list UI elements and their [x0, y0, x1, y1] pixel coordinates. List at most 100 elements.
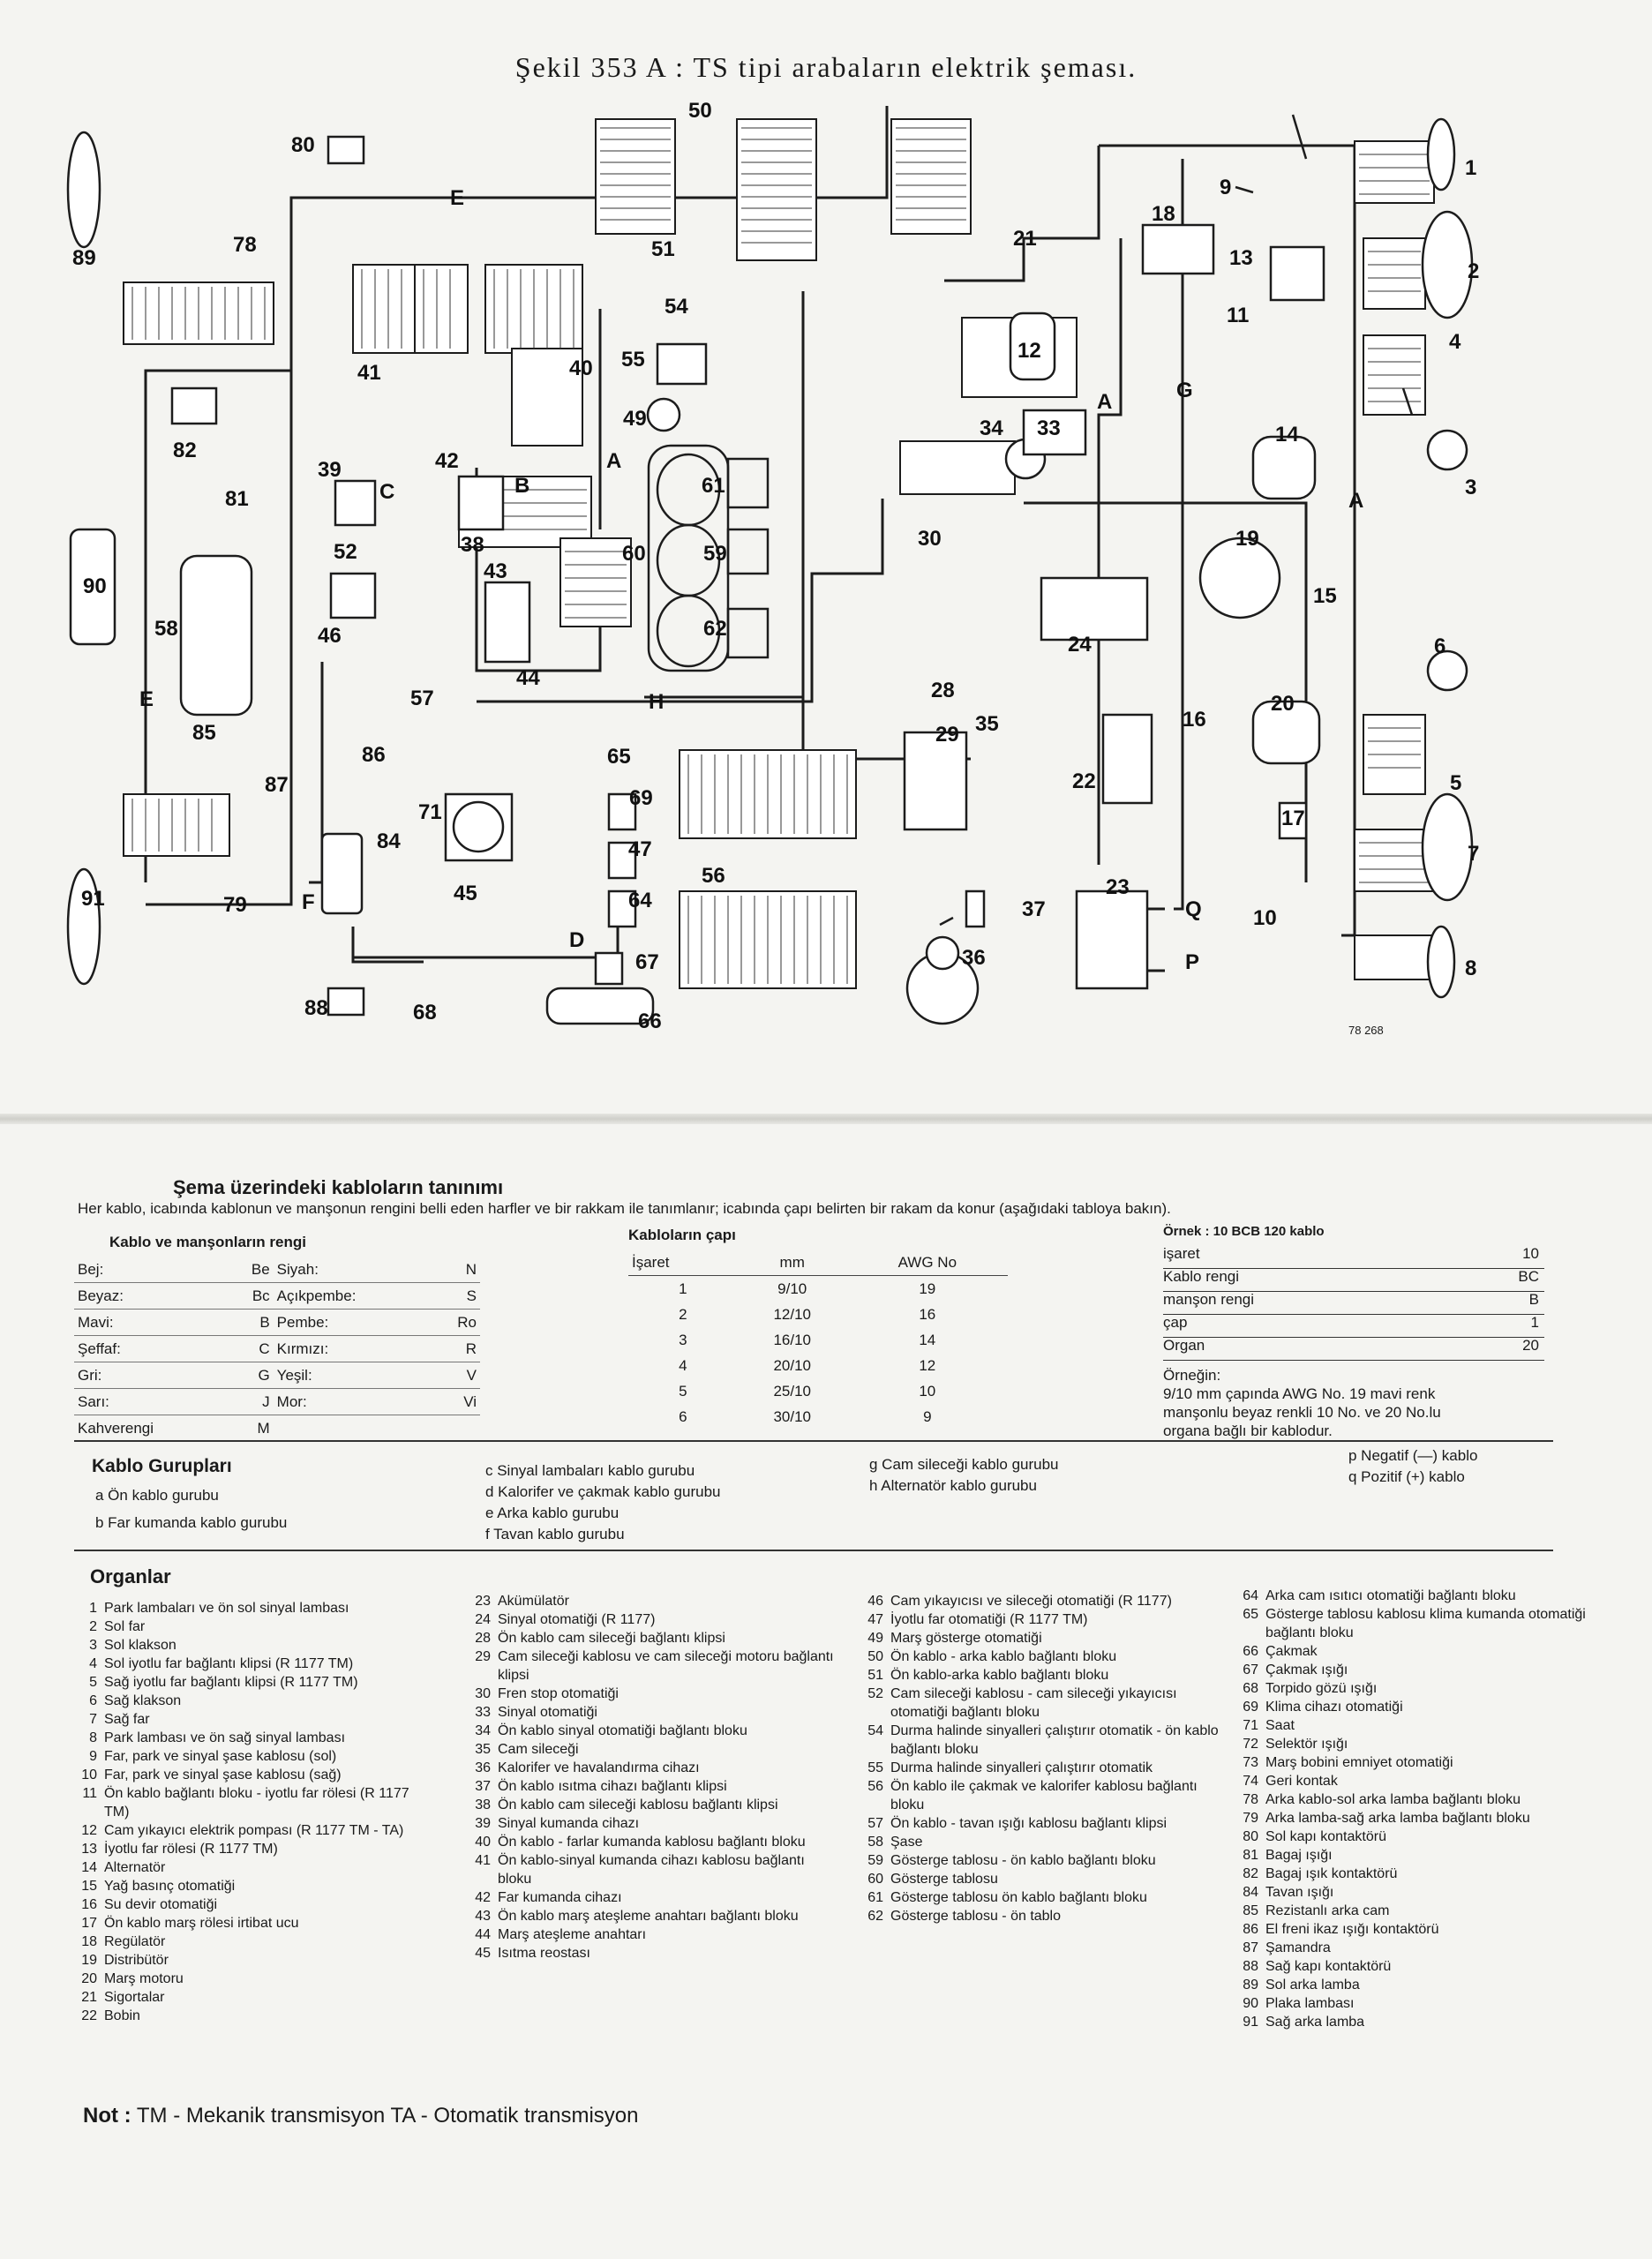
size-awg: 14: [919, 1331, 936, 1348]
organ-number: 86: [1243, 1922, 1258, 1937]
organ-number: 3: [89, 1638, 97, 1653]
organ-number: 7: [89, 1712, 97, 1727]
organ-label: Bagaj ışığı: [1265, 1848, 1333, 1863]
svg-text:69: 69: [629, 786, 653, 810]
svg-text:7: 7: [1468, 842, 1479, 866]
organ-label: Cam yıkayıcısı ve sileceği otomatiği (R …: [890, 1594, 1172, 1609]
organ-number: 41: [475, 1853, 491, 1868]
organ-number: 65: [1243, 1607, 1258, 1622]
size-mark: 3: [679, 1331, 687, 1348]
organ-label: Saat: [1265, 1718, 1295, 1733]
organ-number: 16: [81, 1897, 97, 1912]
svg-text:D: D: [569, 928, 584, 952]
organ-number: 36: [475, 1760, 491, 1775]
organ-label: Marş ateşleme anahtarı: [498, 1927, 647, 1942]
organ-label: Ön kablo cam sileceği bağlantı klipsi: [498, 1631, 725, 1646]
svg-text:18: 18: [1152, 202, 1175, 226]
organ-number: 44: [475, 1927, 491, 1942]
example-key: çap: [1163, 1314, 1188, 1331]
svg-text:43: 43: [484, 559, 507, 583]
organ-label: Ön kablo - arka kablo bağlantı bloku: [890, 1649, 1117, 1664]
organ-number: 23: [475, 1594, 491, 1609]
svg-text:4: 4: [1449, 330, 1461, 354]
organ-number: 66: [1243, 1644, 1258, 1659]
organ-label: İyotlu far otomatiği (R 1177 TM): [890, 1612, 1088, 1627]
svg-text:54: 54: [665, 295, 688, 319]
svg-text:80: 80: [291, 133, 315, 157]
note-label: Not :: [83, 2104, 131, 2128]
size-mm: 25/10: [773, 1382, 811, 1400]
figure-title: Şekil 353 A : TS tipi arabaların elektri…: [514, 51, 1138, 83]
organ-number: 88: [1243, 1959, 1258, 1974]
svg-text:56: 56: [702, 864, 725, 888]
organ-number: 20: [81, 1971, 97, 1986]
organ-label: Sol kapı kontaktörü: [1265, 1829, 1386, 1844]
note-text: TM - Mekanik transmisyon TA - Otomatik t…: [136, 2104, 639, 2128]
color-code: V: [432, 1362, 480, 1389]
organ-number: 2: [89, 1619, 97, 1634]
size-mm: 20/10: [773, 1356, 811, 1374]
color-code: M: [226, 1415, 274, 1442]
organ-label: Yağ basınç otomatiği: [104, 1879, 236, 1894]
organ-number: 45: [475, 1946, 491, 1961]
example-key: işaret: [1163, 1245, 1200, 1262]
organ-number: 73: [1243, 1755, 1258, 1770]
footnote: Not : TM - Mekanik transmisyon TA - Otom…: [83, 2104, 638, 2128]
organ-label: Marş gösterge otomatiği: [890, 1631, 1042, 1646]
svg-text:85: 85: [192, 721, 216, 745]
svg-text:89: 89: [72, 246, 96, 270]
svg-text:61: 61: [702, 474, 725, 498]
organ-number: 49: [867, 1631, 883, 1646]
size-awg: 19: [919, 1280, 936, 1297]
svg-text:84: 84: [377, 829, 401, 853]
organ-label: Arka lamba-sağ arka lamba bağlantı bloku: [1265, 1811, 1530, 1826]
organ-label: Durma halinde sinyalleri çalıştırır otom…: [890, 1760, 1153, 1775]
svg-text:2: 2: [1468, 259, 1479, 283]
organ-label: Durma halinde sinyalleri çalıştırır otom…: [890, 1723, 1219, 1757]
svg-text:68: 68: [413, 1001, 437, 1024]
organ-label: Sağ iyotlu far bağlantı klipsi (R 1177 T…: [104, 1675, 358, 1690]
svg-text:5: 5: [1450, 771, 1461, 795]
color-name: Kahverengi: [74, 1415, 227, 1442]
organ-number: 47: [867, 1612, 883, 1627]
organ-label: Torpido gözü ışığı: [1265, 1681, 1378, 1696]
svg-text:49: 49: [623, 407, 647, 431]
organ-label: Fren stop otomatiği: [498, 1686, 619, 1701]
color-name: Gri:: [74, 1362, 227, 1389]
svg-text:15: 15: [1313, 584, 1337, 608]
organ-number: 13: [81, 1842, 97, 1857]
svg-text:24: 24: [1068, 633, 1092, 657]
organ-number: 56: [867, 1779, 883, 1794]
svg-text:67: 67: [635, 950, 659, 974]
organ-label: Ön kablo marş ateşleme anahtarı bağlantı…: [498, 1909, 799, 1924]
divider: [74, 1440, 1553, 1442]
svg-text:46: 46: [318, 624, 342, 648]
organ-label: Ön kablo cam sileceği kablosu bağlantı k…: [498, 1797, 778, 1812]
organ-number: 61: [867, 1890, 883, 1905]
organ-number: 71: [1243, 1718, 1258, 1733]
group-p: p Negatif (—) kablo: [1348, 1447, 1478, 1464]
organ-label: Su devir otomatiği: [104, 1897, 218, 1912]
